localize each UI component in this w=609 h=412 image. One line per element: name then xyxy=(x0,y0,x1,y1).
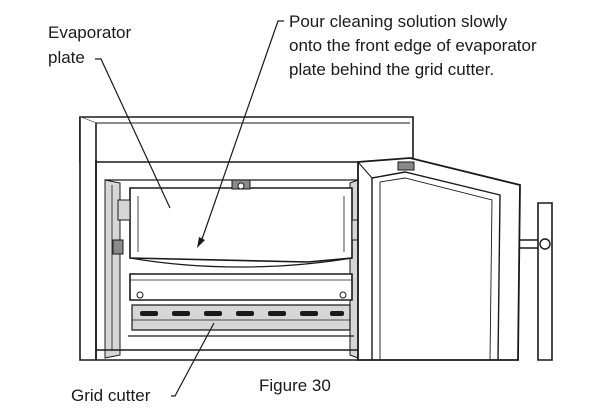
cabinet-left-inner-wall xyxy=(104,179,121,359)
evaporator-hood xyxy=(129,187,353,263)
door-glass xyxy=(371,171,501,361)
door-handle xyxy=(537,202,553,361)
pour-instruction-line3: plate behind the grid cutter. xyxy=(289,60,495,79)
figure-caption: Figure 30 xyxy=(259,376,331,395)
grid-cutter-leader xyxy=(171,322,215,397)
door-frame xyxy=(357,157,521,361)
leader-lines xyxy=(95,20,284,397)
evaporator-plate-label-line1: Evaporator xyxy=(48,23,132,42)
pour-instruction-line2: onto the front edge of evaporator xyxy=(289,36,537,55)
grid-cutter xyxy=(128,273,354,337)
grid-cutter-wires xyxy=(131,304,351,331)
evaporator-plate xyxy=(112,179,363,268)
cabinet-left-side xyxy=(79,117,97,361)
grid-cutter-frame xyxy=(129,273,353,301)
evaporator-plate-label-line2: plate xyxy=(48,48,85,67)
grid-cutter-label: Grid cutter xyxy=(71,386,151,405)
cabinet-top-slab xyxy=(79,116,414,163)
pour-instruction-line1: Pour cleaning solution slowly xyxy=(289,12,508,31)
pour-instruction-leader xyxy=(200,20,284,243)
grid-cutter-slots xyxy=(140,311,344,316)
pour-instruction-arrowhead xyxy=(197,237,205,248)
open-door xyxy=(357,157,553,361)
evaporator-plate-leader xyxy=(95,58,171,209)
